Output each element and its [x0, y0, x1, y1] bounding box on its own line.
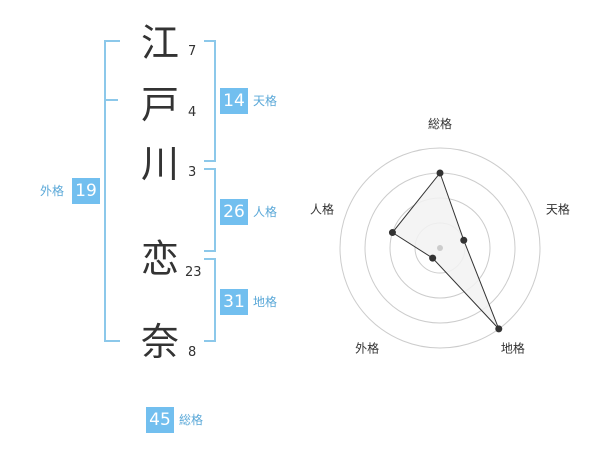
radar-point-2 [460, 236, 468, 244]
stroke-count-4: 23 [185, 265, 202, 280]
stroke-count-5: 8 [188, 345, 197, 360]
radar-axis-label-1: 総格 [428, 116, 452, 131]
jinkaku-label: 人格 [253, 205, 278, 219]
radar-data-polygon [391, 171, 500, 330]
radar-axis-label-4: 外格 [355, 340, 379, 355]
name-char-4: 恋 [140, 237, 179, 281]
chikaku-bracket [204, 258, 216, 342]
name-char-2: 戸 [140, 83, 179, 127]
stroke-count-1: 7 [188, 44, 197, 59]
jinkaku-bracket [204, 168, 216, 252]
radar-axis-label-3: 地格 [501, 340, 525, 355]
gaikaku-label: 外格 [40, 184, 65, 198]
gaikaku-value: 19 [72, 178, 100, 204]
gaikaku-bracket [104, 40, 120, 342]
name-char-3: 川 [140, 142, 179, 186]
stroke-count-2: 4 [188, 105, 197, 120]
chikaku-label: 地格 [253, 295, 278, 309]
radar-axis-label-2: 天格 [546, 202, 570, 217]
radar-center-point [437, 245, 443, 251]
tenkaku-bracket [204, 40, 216, 162]
soukaku-label: 総格 [179, 413, 204, 427]
name-char-5: 奈 [140, 320, 179, 364]
radar-point-4 [429, 254, 437, 262]
radar-point-1 [436, 169, 444, 177]
name-char-1: 江 [140, 21, 179, 65]
radar-ring-4 [339, 147, 541, 349]
tenkaku-label: 天格 [253, 94, 278, 108]
radar-axis-label-5: 人格 [310, 202, 334, 217]
tenkaku-value: 14 [220, 88, 248, 114]
soukaku-value: 45 [146, 407, 174, 433]
gaikaku-bracket-tick [104, 99, 118, 101]
jinkaku-value: 26 [220, 199, 248, 225]
chikaku-value: 31 [220, 289, 248, 315]
radar-point-3 [495, 325, 503, 333]
stroke-count-3: 3 [188, 165, 197, 180]
radar-point-5 [388, 229, 396, 237]
